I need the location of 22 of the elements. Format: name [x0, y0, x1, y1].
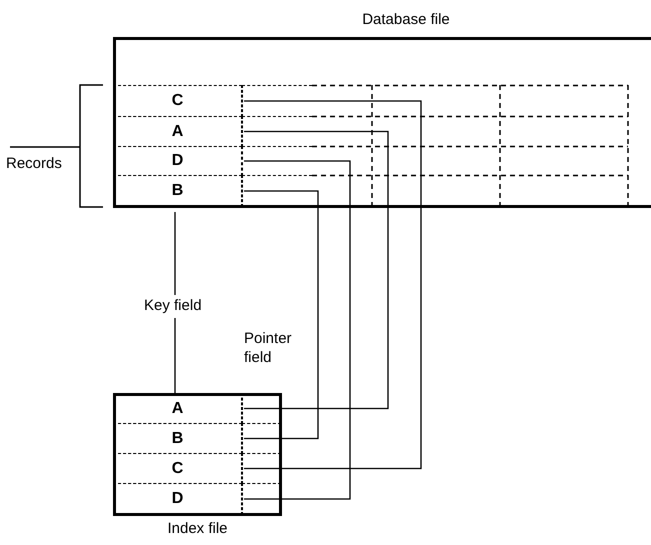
connector-line — [174, 212, 176, 393]
key-value: D — [170, 151, 184, 171]
edge-label: Key field — [142, 295, 204, 318]
pointer-cell — [242, 146, 312, 176]
key-value: B — [170, 428, 184, 448]
file-title: Database file — [361, 10, 451, 30]
pointer-cell — [242, 175, 312, 207]
records-label: Records — [6, 154, 62, 174]
pointer-cell — [242, 85, 312, 117]
column-heading: Pointer field — [244, 329, 293, 367]
key-value: A — [170, 398, 184, 418]
key-value: A — [170, 122, 184, 142]
pointer-cell — [242, 116, 312, 147]
connector-line — [244, 190, 319, 440]
connector-line — [244, 130, 389, 410]
connector-line — [244, 100, 422, 470]
key-value: C — [170, 458, 184, 478]
connector-line — [244, 160, 351, 500]
file-title: Index file — [166, 519, 229, 539]
key-value: D — [170, 489, 184, 509]
key-value: B — [170, 181, 184, 201]
key-value: C — [170, 91, 184, 111]
